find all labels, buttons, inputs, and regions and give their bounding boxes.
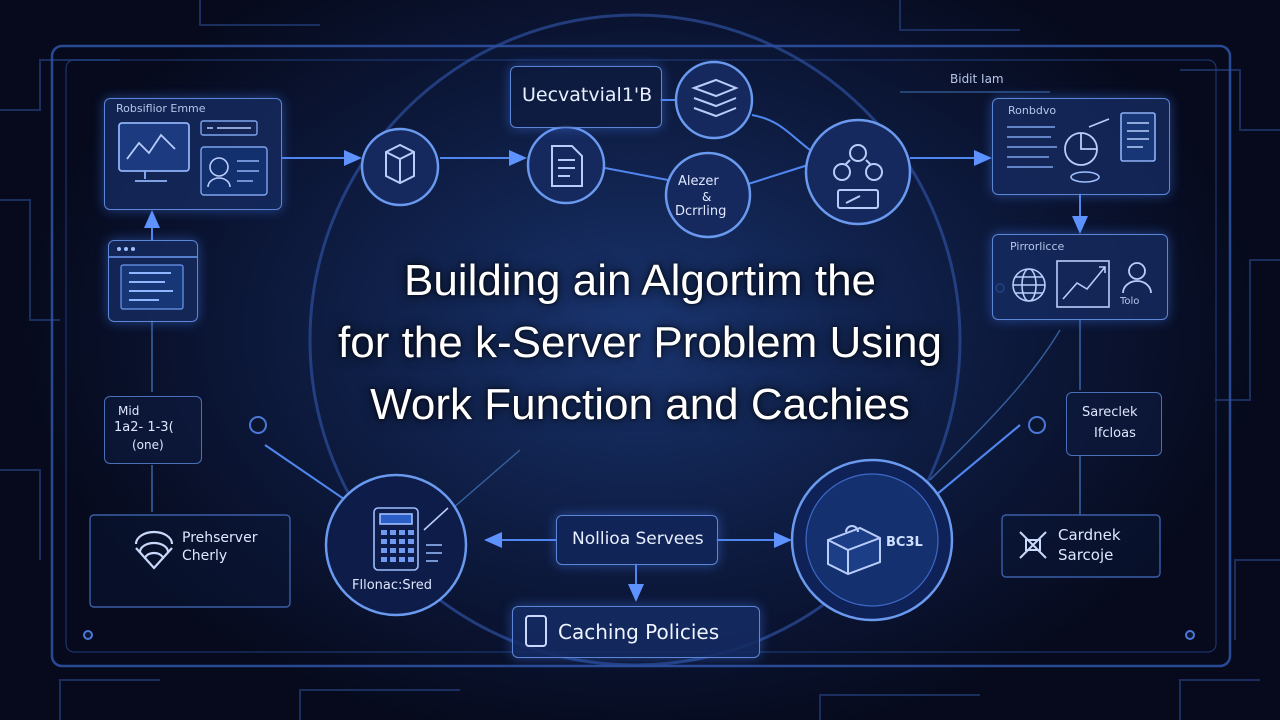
title-line-1: Building ain Algortim the bbox=[403, 256, 877, 305]
right-small-box bbox=[1066, 392, 1162, 456]
cube-node bbox=[360, 127, 440, 207]
network-node bbox=[804, 118, 912, 226]
window-panel bbox=[108, 240, 198, 322]
left-small-line3: (one) bbox=[132, 438, 164, 452]
prehserver-line2: Cherly bbox=[182, 548, 228, 564]
document-icon bbox=[551, 145, 583, 187]
top-center-box-label: Uecvatvial1'B bbox=[522, 84, 653, 106]
stack-icon bbox=[691, 78, 739, 118]
cardnek-line2: Sarcoje bbox=[1058, 546, 1114, 564]
analyzer-node bbox=[664, 151, 752, 239]
network-icon bbox=[833, 144, 883, 209]
nolling-servers-box bbox=[556, 515, 718, 565]
cache-node-caption: BC3L bbox=[886, 535, 923, 550]
nolling-servers-label: Nollioa Servees bbox=[572, 529, 704, 549]
analyzer-line3: Dcrrling bbox=[675, 204, 727, 219]
caching-policies-label: Caching Policies bbox=[558, 620, 720, 644]
analyzer-line1: Alezer bbox=[678, 174, 719, 189]
top-left-panel-title: Robsiflior Emme bbox=[116, 102, 206, 115]
right-small-line1: Sareclek bbox=[1082, 405, 1138, 420]
left-small-box bbox=[104, 396, 202, 464]
cardnek-line1: Cardnek bbox=[1058, 526, 1121, 544]
right-panel-2-title: Pirrorlicce bbox=[1010, 240, 1065, 253]
central-ring bbox=[308, 13, 962, 667]
user-icon bbox=[1122, 262, 1152, 294]
title-line-2: for the k-Server Problem Using bbox=[338, 318, 942, 367]
right-panel-1 bbox=[992, 98, 1170, 195]
left-small-line1: Mid bbox=[118, 404, 140, 418]
document-node bbox=[526, 125, 606, 205]
cardnek-box bbox=[1001, 514, 1161, 578]
chart-document-icon bbox=[1007, 112, 1156, 183]
top-right-label: Bidit Iam bbox=[950, 72, 1004, 86]
right-panel-2 bbox=[992, 234, 1168, 320]
right-panel-2-caption: Tolo bbox=[1120, 296, 1140, 307]
top-left-panel bbox=[104, 98, 282, 210]
stack-node bbox=[674, 60, 754, 140]
globe-icon bbox=[1012, 268, 1046, 302]
title-line-3: Work Function and Cachies bbox=[370, 380, 910, 429]
calculator-node bbox=[324, 473, 468, 617]
database-icon bbox=[827, 525, 881, 576]
right-panel-1-title: Ronbdvo bbox=[1008, 104, 1057, 117]
analyzer-line2: & bbox=[702, 190, 712, 204]
calculator-icon bbox=[373, 507, 449, 571]
window-icon bbox=[109, 247, 197, 310]
right-panel-2-icons bbox=[1012, 260, 1152, 308]
caching-policies-box bbox=[512, 606, 760, 658]
diagram-title: Building ain Algortim the for the k-Serv… bbox=[240, 250, 1040, 436]
left-small-line2: 1a2- 1-3( bbox=[114, 420, 174, 435]
prehserver-line1: Prehserver bbox=[182, 530, 258, 546]
monitor-icon bbox=[118, 120, 268, 196]
right-small-line2: Ifcloas bbox=[1094, 426, 1136, 441]
calculator-caption: Fllonac:Sred bbox=[352, 578, 432, 593]
trend-chart-icon bbox=[1056, 260, 1110, 308]
cache-node bbox=[790, 458, 954, 622]
top-center-box bbox=[510, 66, 662, 128]
cube-icon bbox=[385, 143, 415, 185]
